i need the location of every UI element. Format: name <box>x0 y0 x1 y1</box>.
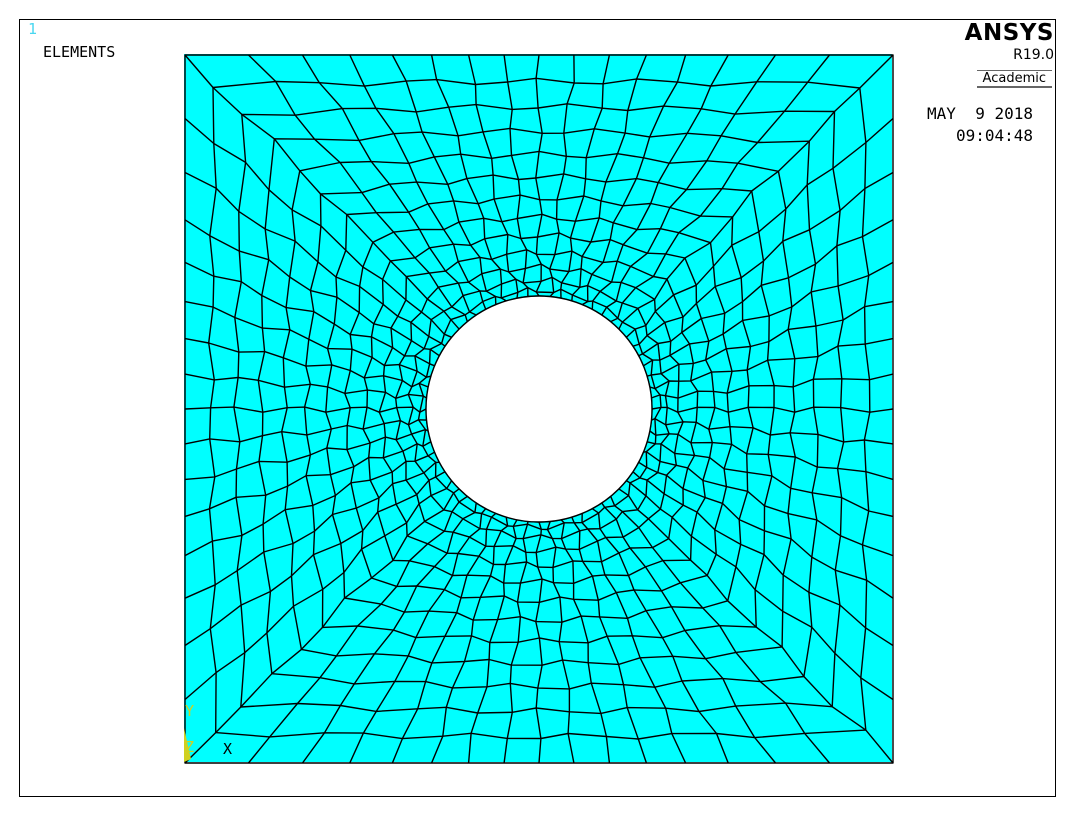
element-radial-line <box>349 508 487 764</box>
element-radial-line <box>591 54 729 310</box>
element-radial-line <box>651 373 894 399</box>
element-radial-line <box>467 54 519 299</box>
mesh-element-edges <box>184 54 894 764</box>
plot-time: 09:04:48 <box>955 126 1033 145</box>
triad-y-axis <box>184 728 191 762</box>
element-radial-line <box>184 117 452 338</box>
coordinate-triad: YZ X <box>184 702 232 762</box>
element-radial-line <box>503 54 529 297</box>
element-radial-line <box>649 430 894 481</box>
element-radial-line <box>184 428 429 481</box>
element-radial-line <box>591 508 729 764</box>
element-radial-line <box>184 373 427 399</box>
element-radial-line <box>184 219 440 357</box>
element-radial-line <box>184 441 432 518</box>
element-radial-line <box>646 300 894 377</box>
logo-edition: Academic <box>976 70 1052 88</box>
triad-x-label: X <box>223 740 232 758</box>
element-radial-line <box>646 441 894 518</box>
element-radial-line <box>503 521 529 764</box>
element-radial-line <box>301 54 477 316</box>
element-radial-line <box>184 406 427 413</box>
element-radial-line <box>618 488 894 764</box>
element-radial-line <box>643 261 894 367</box>
element-radial-line <box>184 419 427 445</box>
element-radial-line <box>638 461 894 599</box>
window-number: 1 <box>28 20 38 38</box>
element-radial-line <box>601 502 777 764</box>
element-radial-line <box>618 54 894 330</box>
triad-z-label: Z <box>185 738 194 756</box>
element-radial-line <box>184 471 446 647</box>
element-radial-line <box>651 406 894 413</box>
plot-date: MAY 9 2018 <box>927 104 1033 123</box>
plot-title: ELEMENTS <box>43 43 116 61</box>
circular-hole <box>425 295 653 523</box>
triad-y-label: Y <box>185 702 194 720</box>
element-radial-line <box>632 471 894 647</box>
logo-release: R19.0 <box>1013 47 1054 63</box>
element-radial-line <box>581 54 687 306</box>
element-radial-line <box>184 261 435 367</box>
element-radial-line <box>549 54 575 297</box>
element-radial-line <box>301 502 477 764</box>
element-radial-line <box>248 54 468 322</box>
element-radial-line <box>649 337 894 390</box>
element-radial-line <box>581 513 687 764</box>
element-radial-line <box>625 117 894 338</box>
element-radial-line <box>184 337 429 388</box>
element-radial-line <box>571 54 648 301</box>
ansys-logo: ANSYS R19.0 Academic <box>960 20 1058 94</box>
logo-brand: ANSYS <box>964 20 1054 46</box>
element-radial-line <box>638 219 894 357</box>
element-radial-line <box>601 54 777 316</box>
element-radial-line <box>467 519 518 764</box>
element-radial-line <box>560 54 611 299</box>
element-radial-line <box>184 461 440 599</box>
element-radial-line <box>610 54 831 323</box>
element-radial-line <box>632 171 894 347</box>
element-radial-line <box>643 451 894 557</box>
element-radial-line <box>651 417 894 445</box>
element-radial-line <box>430 516 509 764</box>
element-radial-line <box>184 54 460 330</box>
element-radial-line <box>184 451 435 557</box>
element-radial-line <box>535 521 543 764</box>
element-radial-line <box>626 480 894 701</box>
element-radial-line <box>184 300 432 378</box>
element-radial-line <box>247 495 468 764</box>
element-radial-line <box>391 54 497 305</box>
element-radial-line <box>571 516 648 764</box>
element-radial-line <box>430 54 507 302</box>
element-radial-line <box>349 54 487 310</box>
element-radial-line <box>560 519 611 764</box>
element-radial-line <box>184 488 460 764</box>
element-radial-line <box>535 54 543 297</box>
element-radial-line <box>546 521 575 764</box>
element-radial-line <box>184 171 446 347</box>
element-radial-line <box>184 480 453 701</box>
element-radial-line <box>610 496 831 764</box>
element-radial-line <box>391 512 497 764</box>
